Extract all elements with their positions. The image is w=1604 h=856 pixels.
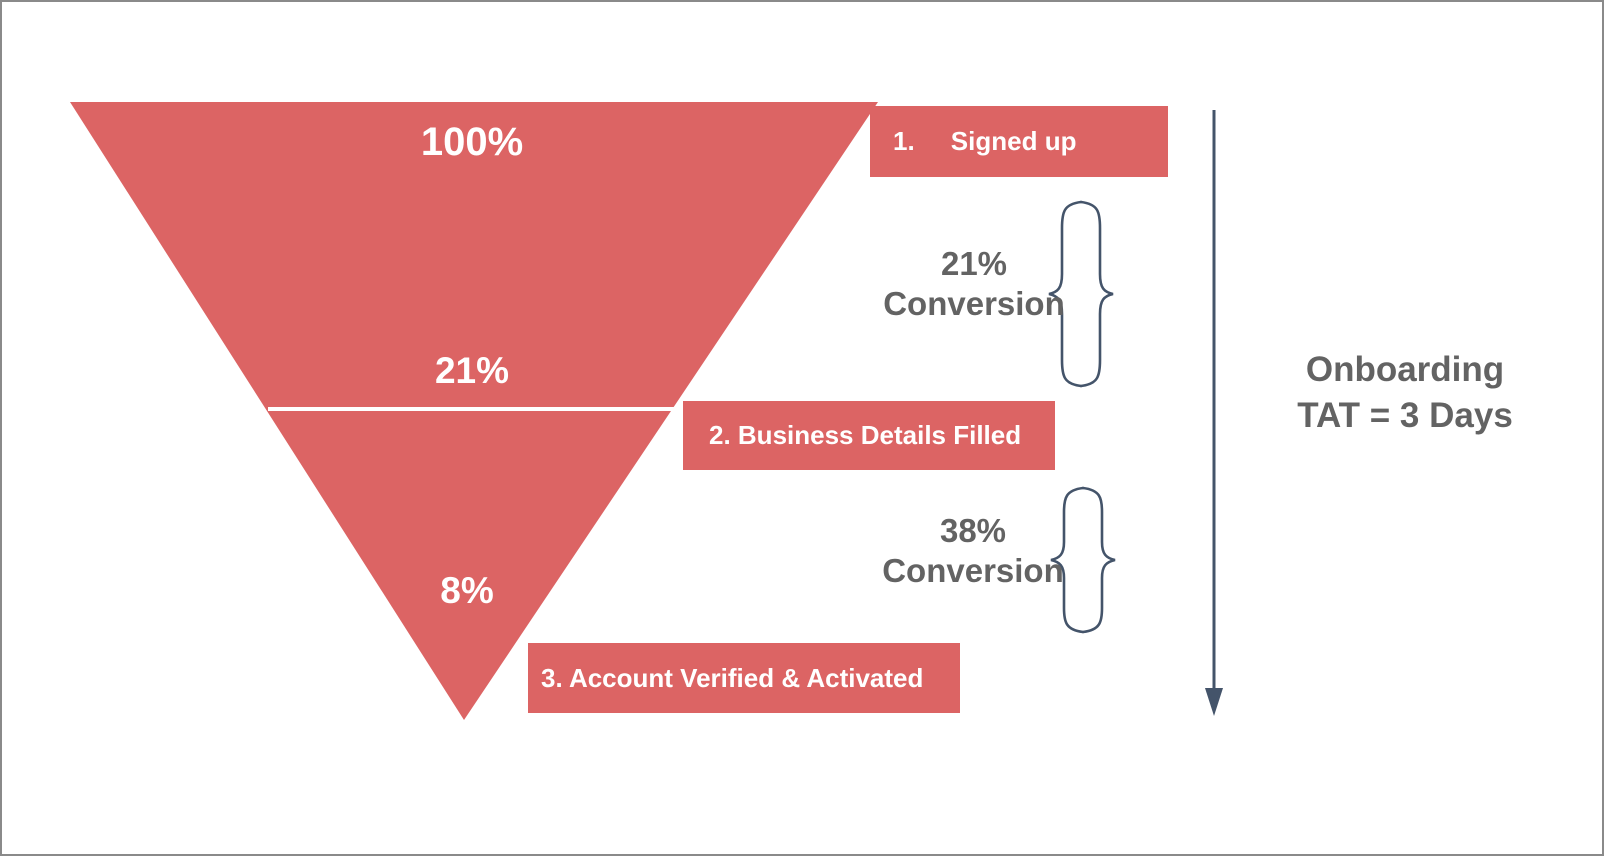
onboarding-tat-line-1: Onboarding <box>1305 350 1505 389</box>
stage-label-box-1[interactable]: 1. Signed up <box>870 106 1168 177</box>
conversion-1-word: Conversion <box>883 285 1065 323</box>
conversion-1-percent: 21% <box>940 245 1008 282</box>
stage-label-text-2: 2. Business Details Filled <box>709 420 1022 450</box>
stage-label-box-3[interactable]: 3. Account Verified & Activated <box>528 643 960 713</box>
conversion-2-word: Conversion <box>882 552 1064 590</box>
funnel-percent-stage-2: 21% <box>434 350 510 391</box>
onboarding-tat-line-2: TAT = 3 Days <box>1297 396 1513 436</box>
onboarding-tat-caption: Onboarding TAT = 3 Days <box>1245 347 1565 439</box>
conversion-annotation-2: 38% Conversion <box>847 483 1099 623</box>
stage-label-text-3: 3. Account Verified & Activated <box>541 662 924 693</box>
stage-label-text-1: 1. Signed up <box>893 126 1077 156</box>
funnel-percent-stage-1: 100% <box>420 120 524 164</box>
timeline-arrow <box>1205 110 1223 716</box>
timeline-arrow-head <box>1205 688 1223 716</box>
conversion-annotation-1: 21% Conversion <box>850 198 1098 386</box>
conversion-2-percent: 38% <box>939 512 1007 549</box>
funnel-percent-stage-3: 8% <box>440 570 494 611</box>
stage-label-box-2[interactable]: 2. Business Details Filled <box>683 401 1055 470</box>
conversion-annotation-1-text: 21% Conversion <box>850 244 1098 325</box>
conversion-annotation-2-text: 38% Conversion <box>847 511 1099 592</box>
